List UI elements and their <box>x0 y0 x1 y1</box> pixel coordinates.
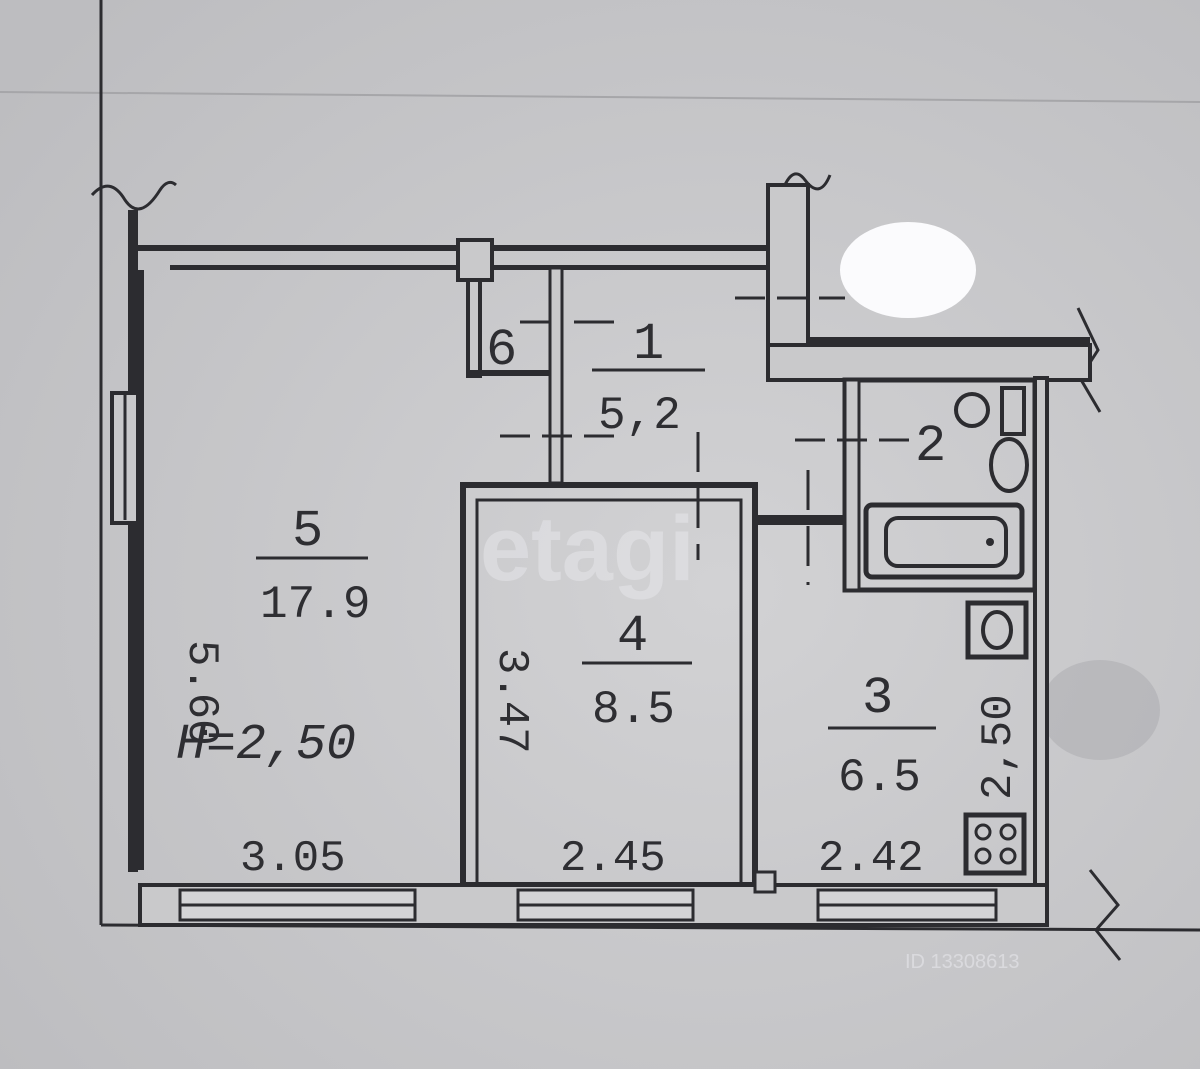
kitchen-sink-icon <box>965 600 1029 660</box>
dim-room3-depth: 2,50 <box>974 694 1024 800</box>
room-4-area: 8.5 <box>592 684 675 736</box>
toilet-icon <box>954 392 990 428</box>
paper-stain <box>1040 660 1160 760</box>
room-2-number: 2 <box>915 417 946 476</box>
bathtub-drain <box>986 538 994 546</box>
stove-burner-1 <box>974 823 992 841</box>
bathtub-inner <box>884 516 1008 568</box>
closet-6-bottom <box>468 370 558 376</box>
ceiling-height: H=2,50 <box>176 717 356 774</box>
break-mark-top-left <box>90 180 177 211</box>
wall-left-inner <box>138 270 144 870</box>
paper-fold-line <box>0 91 1200 103</box>
stove-icon <box>963 812 1027 876</box>
bottom-wall-column <box>753 870 777 894</box>
wall-column <box>456 238 494 282</box>
dim-room5-width: 3.05 <box>240 834 346 884</box>
bathtub-icon <box>863 502 1025 580</box>
wall-hall-bath <box>766 343 1092 382</box>
wall-right <box>1033 376 1049 890</box>
bathroom-partition <box>843 378 861 592</box>
wall-entry-right <box>808 337 1090 345</box>
wall-top <box>138 245 773 251</box>
dim-room3-width: 2.42 <box>818 834 924 884</box>
watermark-text: etagi <box>480 498 695 600</box>
room-1-area: 5,2 <box>598 390 681 442</box>
room-1-number: 1 <box>633 315 664 374</box>
kitchen-sink-bowl <box>981 610 1013 650</box>
stove-burner-3 <box>974 847 992 865</box>
stove-burner-2 <box>999 823 1017 841</box>
room-4-number: 4 <box>617 607 648 666</box>
room-3-number: 3 <box>862 669 893 728</box>
watermark-id: ID 13308613 <box>905 951 1020 973</box>
partition-hall <box>548 266 564 485</box>
wall-hall-kitchen <box>755 515 850 525</box>
dim-room5-depth: 5.60 <box>176 640 226 746</box>
dim-room4-width: 2.45 <box>560 834 666 884</box>
room-5-number: 5 <box>292 502 323 561</box>
redacted-mark <box>840 222 976 318</box>
room-6-number: 6 <box>486 321 517 380</box>
stove-burner-4 <box>999 847 1017 865</box>
toilet-tank <box>1000 386 1026 436</box>
break-mark-bottom-right <box>1088 869 1122 961</box>
sink-icon <box>989 437 1029 493</box>
room-3-area: 6.5 <box>838 752 921 804</box>
room-5-area: 17.9 <box>260 579 370 631</box>
wall-left-outer <box>128 210 138 872</box>
closet-6-wall <box>466 278 482 378</box>
dim-room4-depth: 3.47 <box>486 648 536 754</box>
